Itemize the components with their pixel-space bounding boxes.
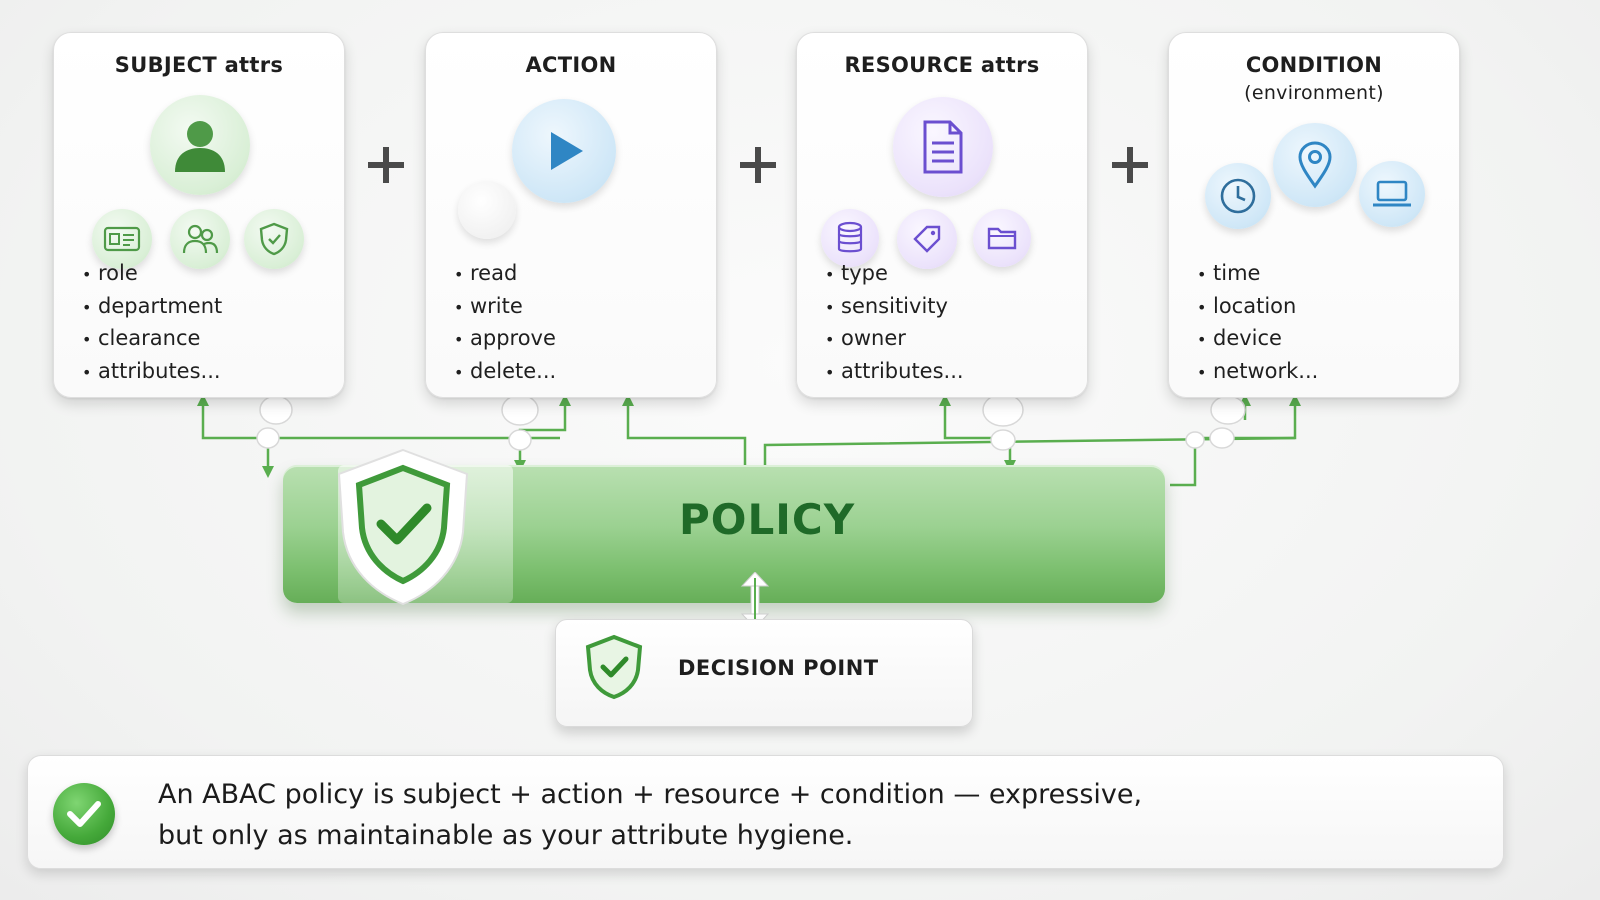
play-icon: [512, 99, 616, 203]
action-bubble-icon: [458, 181, 516, 239]
policy-shield-icon: [333, 446, 473, 612]
resource-attributes-list: type sensitivity owner attributes...: [825, 258, 964, 388]
summary-callout: An ABAC policy is subject + action + res…: [27, 755, 1504, 869]
action-card: ACTION read write approve delete...: [425, 32, 717, 398]
list-item: department: [82, 291, 222, 324]
card-title: SUBJECT attrs: [54, 51, 344, 80]
clock-icon: [1205, 163, 1271, 229]
list-item: delete...: [454, 356, 556, 389]
card-title-text: CONDITION: [1245, 53, 1383, 77]
plus-operator-icon: [738, 145, 778, 185]
card-title: RESOURCE attrs: [797, 51, 1087, 80]
decision-point-box: DECISION POINT: [555, 619, 973, 727]
list-item: attributes...: [825, 356, 964, 389]
list-item: read: [454, 258, 556, 291]
checkmark-icon: [53, 783, 115, 845]
list-item: owner: [825, 323, 964, 356]
folder-icon: [973, 209, 1031, 267]
list-item: type: [825, 258, 964, 291]
subject-attributes-list: role department clearance attributes...: [82, 258, 222, 388]
policy-label: POLICY: [679, 495, 856, 544]
list-item: role: [82, 258, 222, 291]
list-item: approve: [454, 323, 556, 356]
laptop-icon: [1359, 161, 1425, 227]
list-item: network...: [1197, 356, 1318, 389]
card-subtitle: (environment): [1244, 82, 1384, 105]
summary-text: An ABAC policy is subject + action + res…: [158, 774, 1258, 856]
list-item: clearance: [82, 323, 222, 356]
plus-operator-icon: [366, 145, 406, 185]
condition-attributes-list: time location device network...: [1197, 258, 1318, 388]
list-item: time: [1197, 258, 1318, 291]
plus-operator-icon: [1110, 145, 1150, 185]
document-icon: [893, 97, 993, 197]
resource-attrs-card: RESOURCE attrs type sensitivity owner at…: [796, 32, 1088, 398]
location-pin-icon: [1273, 123, 1357, 207]
summary-line-1: An ABAC policy is subject + action + res…: [158, 779, 1143, 810]
list-item: device: [1197, 323, 1318, 356]
list-item: write: [454, 291, 556, 324]
list-item: attributes...: [82, 356, 222, 389]
shield-icon: [244, 209, 304, 269]
card-title-text: ACTION: [525, 53, 617, 77]
card-title: CONDITION (environment): [1169, 51, 1459, 107]
list-item: location: [1197, 291, 1318, 324]
decision-point-label: DECISION POINT: [678, 656, 879, 680]
person-icon: [150, 95, 250, 195]
condition-card: CONDITION (environment) time location de…: [1168, 32, 1460, 398]
decision-shield-icon: [584, 634, 644, 704]
subject-attrs-card: SUBJECT attrs role department clearance …: [53, 32, 345, 398]
card-title-text: RESOURCE attrs: [844, 53, 1040, 77]
card-title-text: SUBJECT attrs: [114, 53, 284, 77]
action-list: read write approve delete...: [454, 258, 556, 388]
summary-line-2: but only as maintainable as your attribu…: [158, 820, 854, 851]
list-item: sensitivity: [825, 291, 964, 324]
card-title: ACTION: [426, 51, 716, 80]
